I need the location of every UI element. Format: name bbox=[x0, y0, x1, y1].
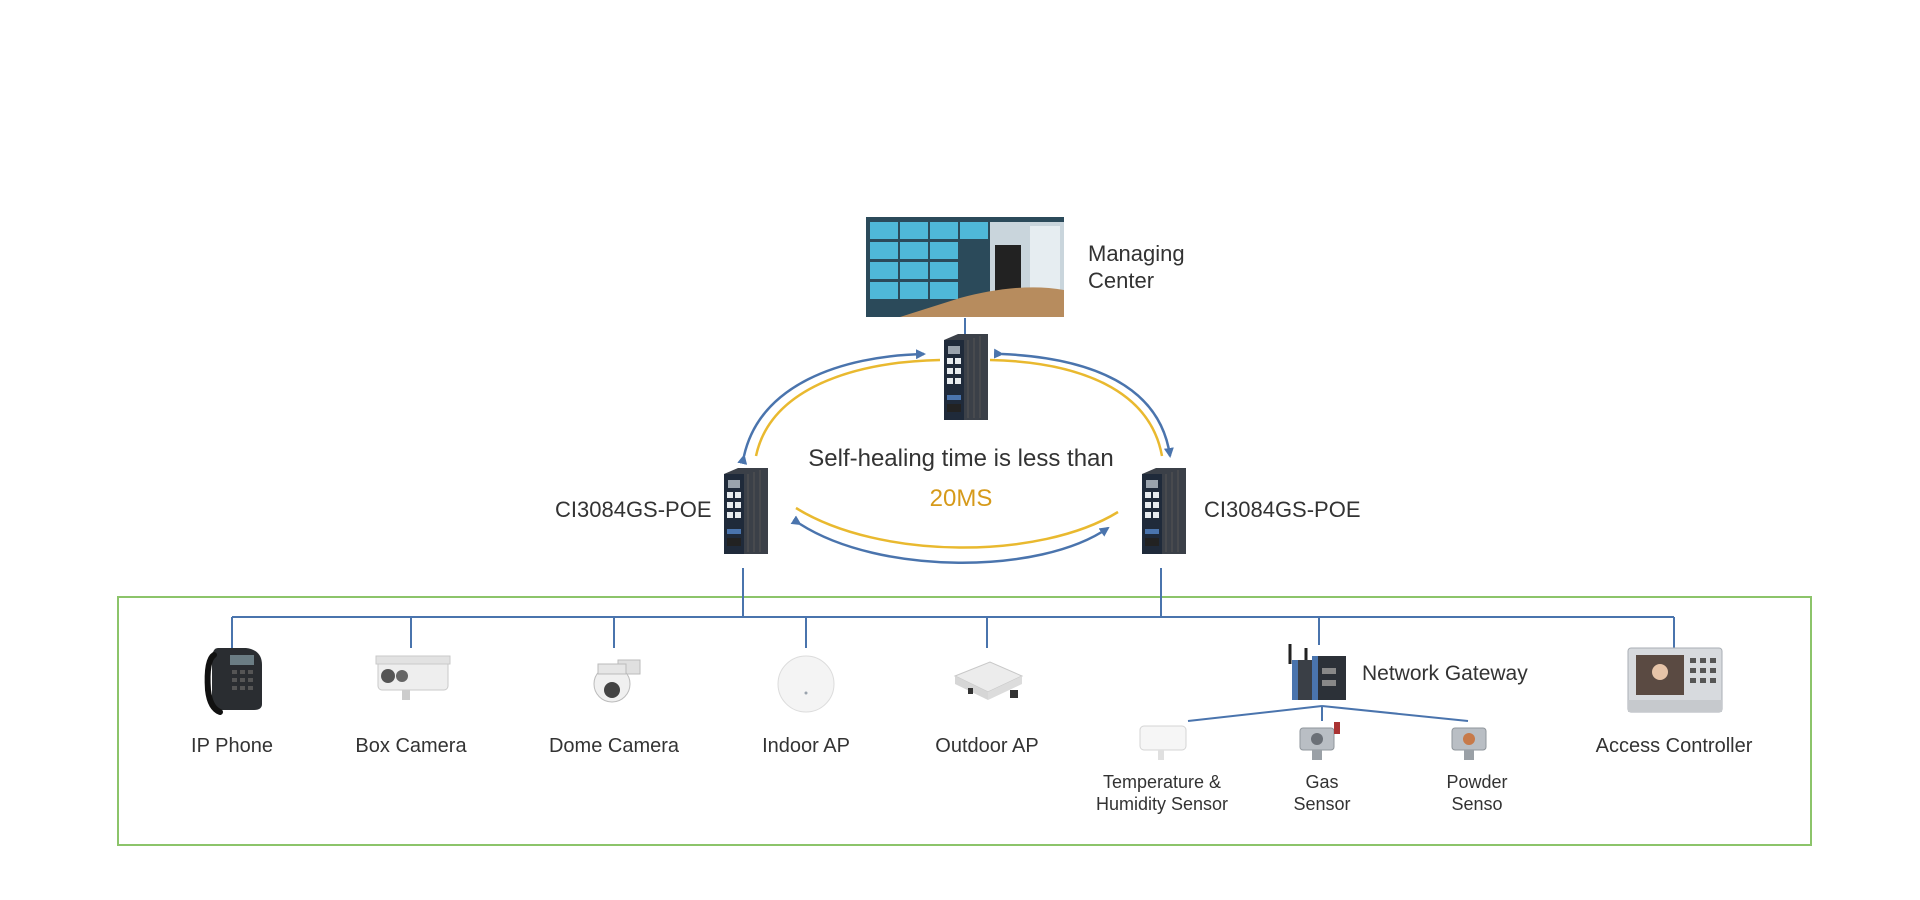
indoor-ap-icon bbox=[777, 655, 835, 713]
device-label-outdoor-ap: Outdoor AP bbox=[935, 735, 1039, 757]
left-switch-icon bbox=[724, 468, 768, 554]
managing-center-label: Managing Center bbox=[1088, 240, 1185, 294]
network-gateway-icon bbox=[1288, 644, 1346, 700]
right-switch-label: CI3084GS-POE bbox=[1204, 497, 1361, 522]
ring-yellow-top-right bbox=[989, 358, 1164, 457]
gateway-to-temp bbox=[1187, 705, 1323, 722]
gas-sensor-icon bbox=[1299, 722, 1340, 760]
ring-blue-bottom bbox=[790, 515, 1110, 564]
sensor-label-powder-line2: Senso bbox=[1451, 794, 1503, 814]
ring-yellow-bottom bbox=[795, 506, 1119, 549]
managing-center-label-line2: Center bbox=[1088, 268, 1155, 293]
self-healing-value: 20MS bbox=[929, 485, 993, 512]
box-camera-icon bbox=[375, 655, 451, 700]
sensor-label-temperature-line1: Temperature & bbox=[1102, 772, 1222, 792]
device-label-ip-phone: IP Phone bbox=[191, 735, 273, 757]
temperature-sensor-icon bbox=[1139, 725, 1187, 760]
access-controller-icon bbox=[1627, 647, 1723, 713]
sensor-label-powder: Powder Senso bbox=[1446, 771, 1507, 815]
field-frame bbox=[117, 596, 1812, 846]
sensor-label-temperature-line2: Humidity Sensor bbox=[1095, 794, 1229, 814]
managing-center-label-line1: Managing bbox=[1088, 241, 1185, 266]
sensor-label-gas-line1: Gas bbox=[1305, 772, 1339, 792]
gateway-label: Network Gateway bbox=[1362, 662, 1528, 685]
ring-blue-top-left bbox=[737, 349, 926, 465]
dome-camera-icon bbox=[593, 659, 641, 703]
sensor-label-powder-line1: Powder bbox=[1446, 772, 1508, 792]
device-label-box-camera: Box Camera bbox=[355, 735, 467, 757]
device-label-access-controller: Access Controller bbox=[1595, 735, 1753, 757]
ip-phone-icon bbox=[204, 648, 262, 715]
sensor-label-gas-line2: Sensor bbox=[1293, 794, 1351, 814]
top-switch-icon bbox=[944, 334, 988, 420]
ring-yellow-top-left bbox=[754, 358, 941, 457]
gateway-to-powder bbox=[1321, 705, 1469, 722]
device-label-indoor-ap: Indoor AP bbox=[762, 735, 850, 757]
sensor-label-gas: Gas Sensor bbox=[1293, 771, 1350, 815]
right-switch-icon bbox=[1142, 468, 1186, 554]
powder-sensor-icon bbox=[1451, 727, 1487, 760]
outdoor-ap-icon bbox=[953, 661, 1024, 700]
left-switch-label: CI3084GS-POE bbox=[555, 497, 712, 522]
sensor-label-temperature: Temperature & Humidity Sensor bbox=[1096, 771, 1228, 815]
device-label-dome-camera: Dome Camera bbox=[548, 735, 680, 757]
self-healing-text: Self-healing time is less than bbox=[808, 445, 1114, 472]
video-wall-icon bbox=[866, 217, 1064, 317]
ring-blue-top-right bbox=[993, 348, 1174, 458]
